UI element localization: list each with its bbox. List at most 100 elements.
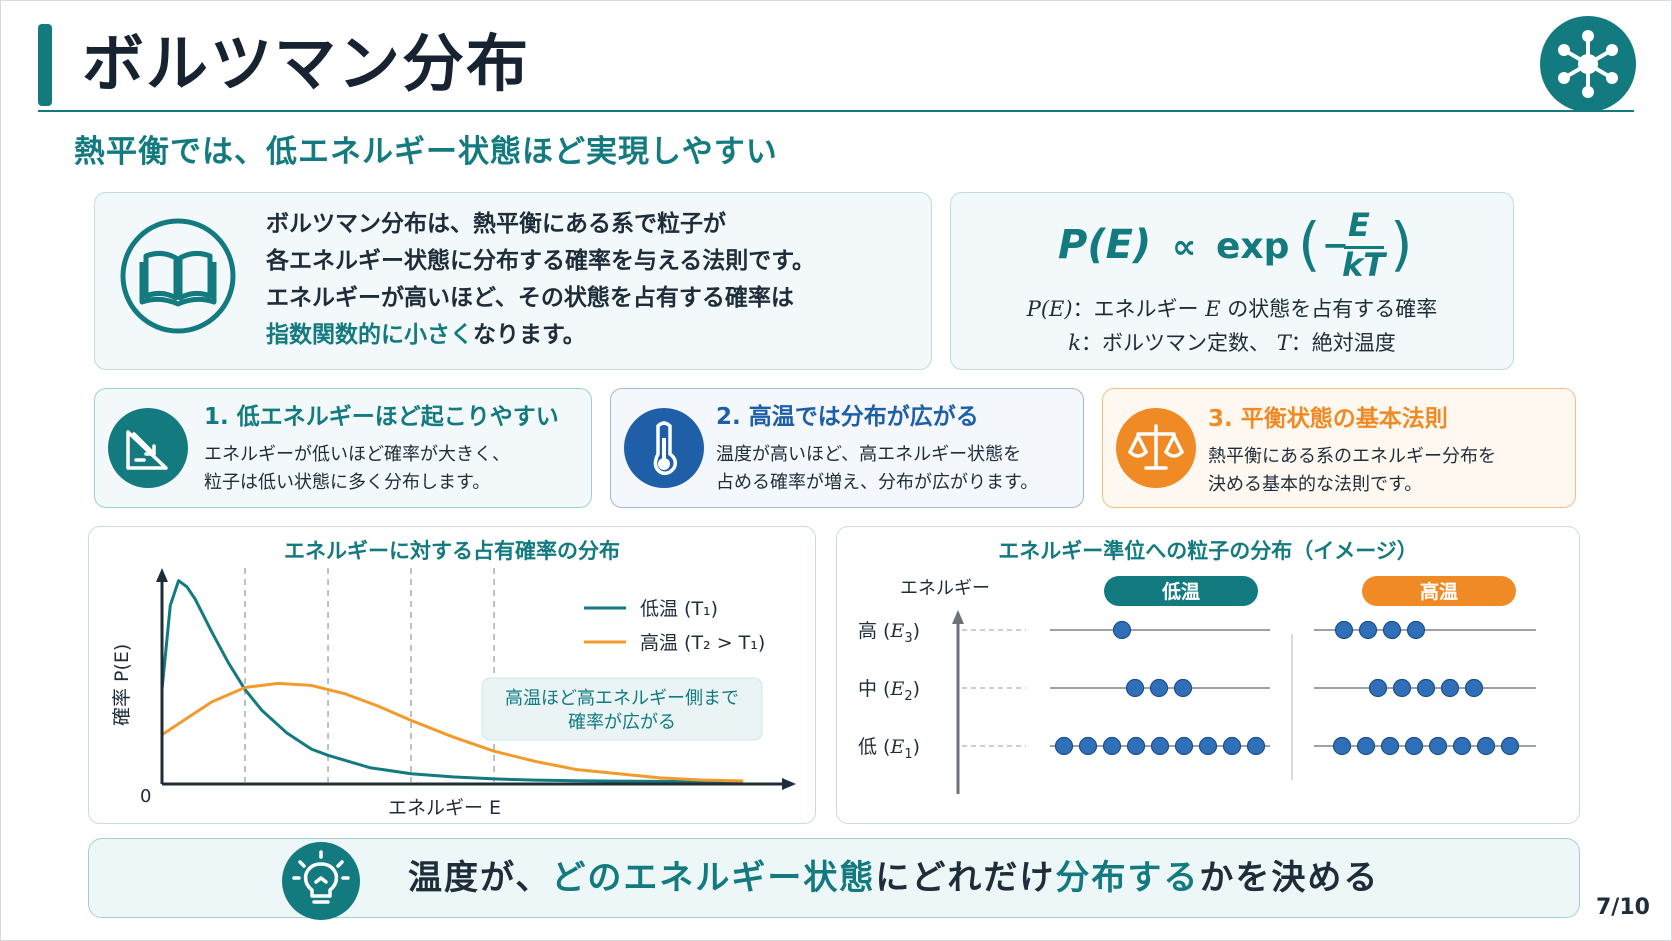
low-temp-particle <box>1222 736 1242 756</box>
level-symbol: E <box>889 736 904 758</box>
lightbulb-icon <box>282 842 360 920</box>
level-subscript: 3 <box>904 631 912 646</box>
def1-symbol-2: E <box>1205 297 1221 321</box>
low-temp-particle <box>1198 736 1218 756</box>
y-axis-arrow <box>156 568 168 582</box>
level-label-3: 低 (E1) <box>858 736 920 762</box>
high-temp-particle <box>1332 736 1352 756</box>
chart-annotation-line-2: 確率が広がる <box>568 712 676 733</box>
high-temp-particle <box>1416 678 1436 698</box>
formula-card <box>950 192 1514 370</box>
def2-text: ：ボルツマン定数、 <box>1081 331 1271 355</box>
high-temp-particle <box>1368 678 1388 698</box>
level-subscript: 1 <box>904 747 912 762</box>
boltzmann-formula: P(E) ∝ exp ( − E kT ) <box>950 204 1514 284</box>
takeaway-part-3: にどれだけ <box>875 858 1056 898</box>
feature-2-title: 2. 高温では分布が広がる <box>716 404 979 430</box>
low-temp-particle <box>1174 736 1194 756</box>
formula-definition-2: k：ボルツマン定数、 T：絶対温度 <box>950 328 1514 358</box>
title-accent-bar <box>38 24 52 106</box>
formula-exp: exp <box>1216 226 1289 267</box>
low-temp-particle <box>1112 620 1132 640</box>
x-axis-label: エネルギー E <box>388 797 501 819</box>
energy-levels-diagram: エネルギー 低温 高温 高 (E3) 中 (E2) 低 (E1) <box>858 576 1536 794</box>
low-temp-particle <box>1150 736 1170 756</box>
low-temp-particle <box>1125 678 1145 698</box>
energy-levels-card <box>836 526 1580 824</box>
takeaway-part-2: どのエネルギー状態 <box>551 858 876 898</box>
feature-1-line-2: 粒子は低い状態に多く分布します。 <box>204 472 491 493</box>
page-subtitle: 熱平衡では、低エネルギー状態ほど実現しやすい <box>74 134 778 170</box>
def2-text-2: ：絶対温度 <box>1290 331 1396 355</box>
title-divider <box>38 110 1634 112</box>
high-temp-particle <box>1500 736 1520 756</box>
formula-numerator: E <box>1348 206 1370 244</box>
formula-paren-left: ( <box>1298 210 1321 278</box>
formula-definition-1: P(E)：エネルギー E の状態を占有する確率 <box>950 294 1514 324</box>
levels-energy-axis-arrow <box>952 610 964 624</box>
levels-axis-label: エネルギー <box>900 578 990 599</box>
high-temp-particle <box>1358 620 1378 640</box>
intro-line-4-rest: なります。 <box>473 322 586 348</box>
probability-chart: 0 エネルギー E 確率 P(E) 低温 (T₁) 高温 (T₂ > T₁) 高… <box>111 568 796 819</box>
feature-1-desc: エネルギーが低いほど確率が大きく、 粒子は低い状態に多く分布します。 <box>204 441 510 497</box>
level-paren: ) <box>913 678 920 700</box>
series-line-low-temp <box>160 579 744 784</box>
balance-scale-icon <box>1116 408 1196 488</box>
low-temp-particle <box>1149 678 1169 698</box>
takeaway-part-4: 分布する <box>1055 858 1200 898</box>
takeaway-part-5: かを決める <box>1199 858 1380 898</box>
chart-annotation-line-1: 高温ほど高エネルギー側まで <box>505 688 739 709</box>
levels-title: エネルギー準位への粒子の分布（イメージ） <box>998 539 1418 563</box>
feature-3-desc: 熱平衡にある系のエネルギー分布を 決める基本的な法則です。 <box>1208 443 1496 499</box>
feature-3-line-1: 熱平衡にある系のエネルギー分布を <box>1208 446 1496 467</box>
legend-label-high: 高温 (T₂ > T₁) <box>640 632 765 654</box>
level-paren: ) <box>913 736 920 758</box>
high-temp-particle <box>1406 620 1426 640</box>
page-title: ボルツマン分布 <box>82 27 531 100</box>
intro-line-1: ボルツマン分布は、熱平衡にある系で粒子が <box>266 211 726 237</box>
high-temp-particle <box>1392 678 1412 698</box>
x-axis-arrow <box>782 778 796 790</box>
feature-3-line-2: 決める基本的な法則です。 <box>1208 474 1423 495</box>
intro-highlight: 指数関数的に小さく <box>266 322 473 348</box>
takeaway-part-1: 温度が、 <box>408 858 552 898</box>
formula-minus: − <box>1322 226 1349 264</box>
formula-fraction-bar <box>1344 246 1384 249</box>
high-temp-label: 高温 <box>1420 580 1458 603</box>
feature-2-line-2: 占める確率が増え、分布が広がります。 <box>716 472 1039 493</box>
low-temp-particle <box>1102 736 1122 756</box>
def2-symbol: k <box>1068 331 1082 355</box>
def2-symbol-2: T <box>1276 331 1291 355</box>
formula-propto: ∝ <box>1172 227 1196 267</box>
high-temp-particle <box>1404 736 1424 756</box>
level-subscript: 2 <box>904 689 912 704</box>
high-temp-particle <box>1428 736 1448 756</box>
feature-1-line-1: エネルギーが低いほど確率が大きく、 <box>204 444 510 465</box>
network-nodes-icon <box>1540 16 1636 112</box>
y-axis-label: 確率 P(E) <box>111 644 133 726</box>
low-temp-badge <box>1104 576 1258 606</box>
high-temp-particle <box>1356 736 1376 756</box>
feature-3-title: 3. 平衡状態の基本法則 <box>1208 406 1448 432</box>
legend-label-low: 低温 (T₁) <box>640 598 718 620</box>
level-label-1: 高 (E3) <box>858 620 920 646</box>
series-line-high-temp <box>161 681 744 783</box>
chart-annotation-box <box>481 677 763 741</box>
probability-chart-card <box>88 526 816 824</box>
low-temp-particle <box>1054 736 1074 756</box>
feature-1-title: 1. 低エネルギーほど起こりやすい <box>204 404 559 430</box>
low-temp-label: 低温 <box>1161 580 1200 603</box>
level-symbol: E <box>889 678 904 700</box>
origin-label: 0 <box>140 786 151 807</box>
high-temp-badge <box>1362 576 1516 606</box>
intro-line-3: エネルギーが高いほど、その状態を占有する確率は <box>266 285 794 311</box>
high-temp-particle <box>1464 678 1484 698</box>
high-temp-particle <box>1440 678 1460 698</box>
chart-title: エネルギーに対する占有確率の分布 <box>284 539 620 563</box>
level-label-2: 中 (E2) <box>858 678 920 704</box>
level-symbol: E <box>889 620 904 642</box>
page-number: 7/10 <box>1596 895 1650 920</box>
intro-line-4: 指数関数的に小さくなります。 <box>266 317 815 354</box>
takeaway-text: 温度が、どのエネルギー状態にどれだけ分布するかを決める <box>408 850 1379 906</box>
